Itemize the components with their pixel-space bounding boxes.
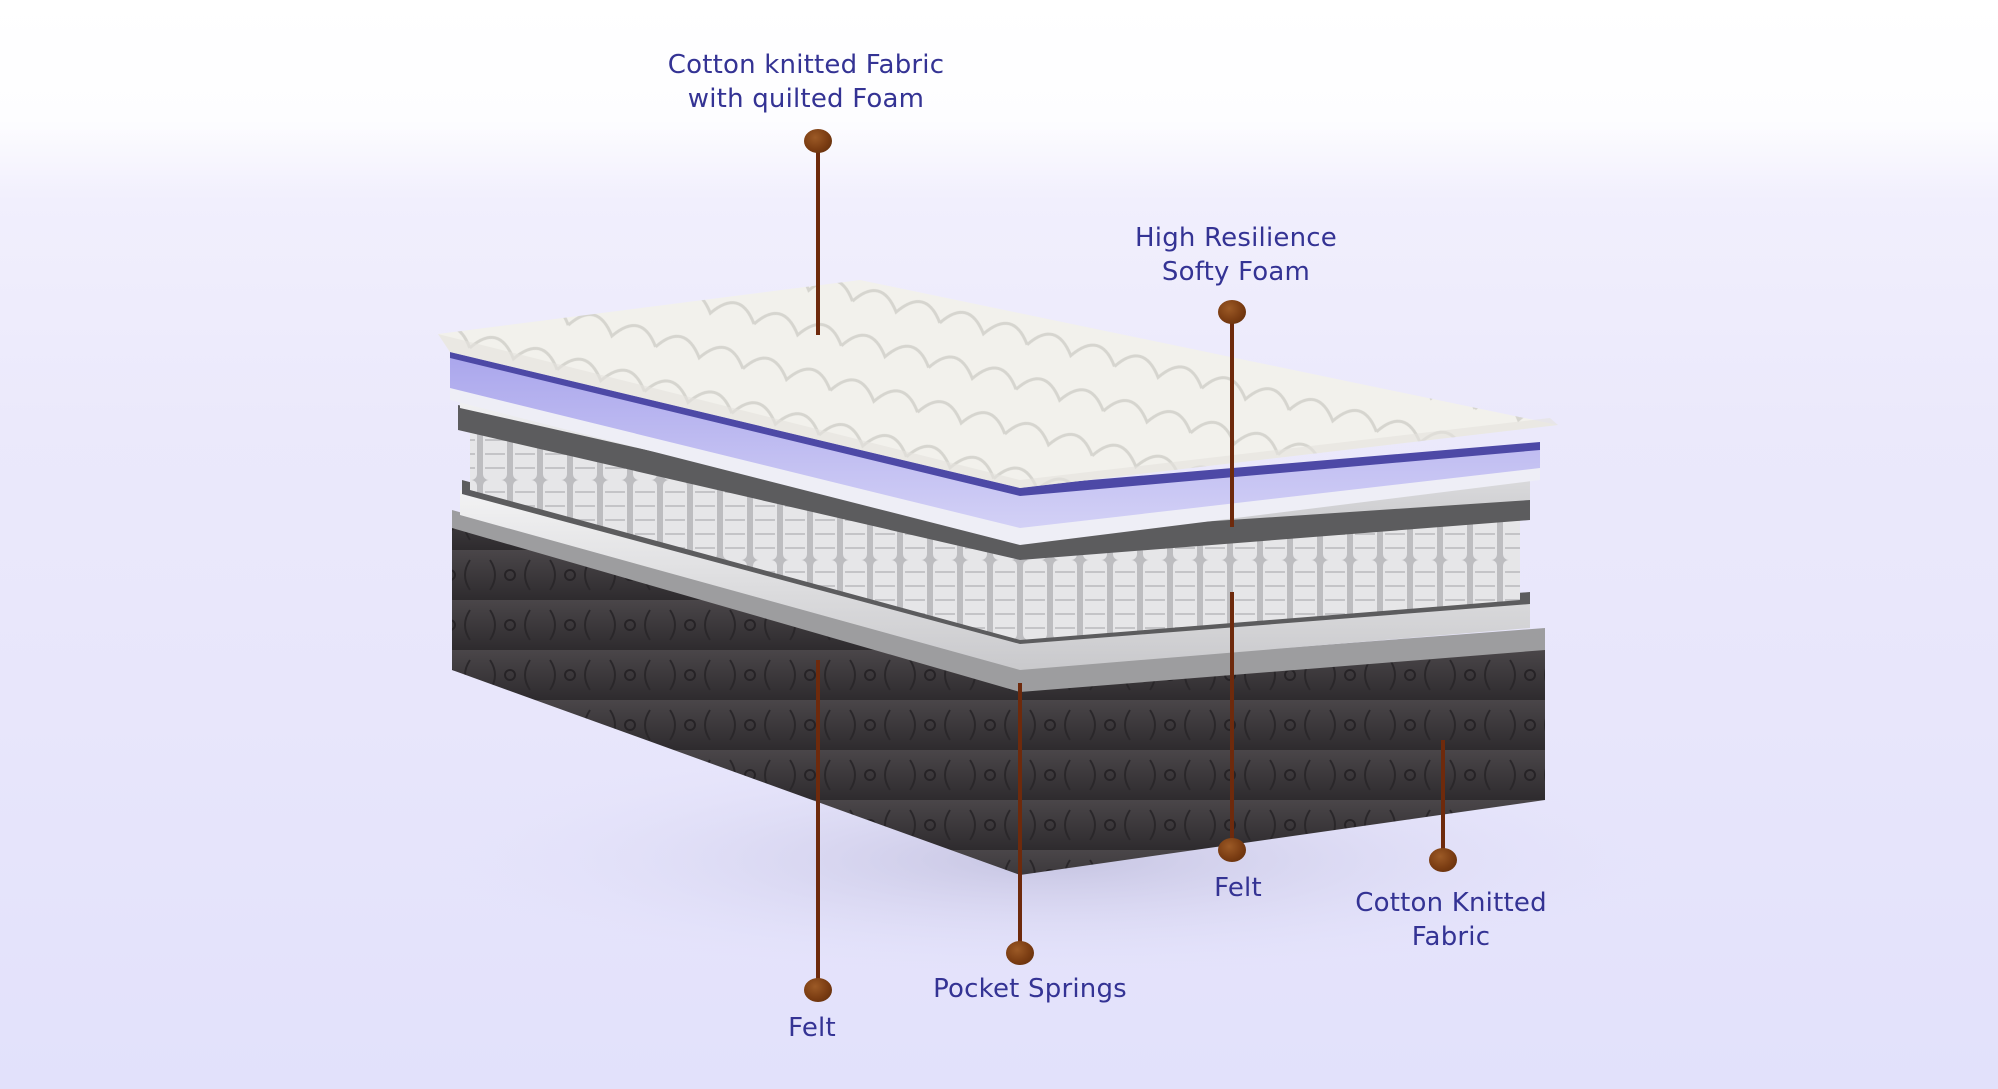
label-line: Softy Foam (1161, 257, 1311, 287)
pin-line-pocket-springs (1018, 683, 1022, 953)
pin-line-felt-right (1230, 592, 1234, 850)
label-pocket-springs: Pocket Springs (933, 972, 1127, 1006)
pin-head-icon (804, 129, 832, 153)
label-line: Cotton knitted Fabric (667, 50, 945, 80)
pin-line-hr-foam (1230, 312, 1234, 527)
label-line: High Resilience (1135, 223, 1337, 253)
pin-head-icon (1218, 838, 1246, 862)
label-felt-left: Felt (788, 1011, 836, 1045)
label-hr-foam: High Resilience Softy Foam (1135, 221, 1337, 289)
pin-head-icon (1006, 941, 1034, 965)
pin-head-icon (1429, 848, 1457, 872)
pin-line-base-fabric (1441, 740, 1445, 860)
label-line: with quilted Foam (687, 84, 925, 114)
pin-head-icon (804, 978, 832, 1002)
label-line: Felt (1214, 873, 1262, 903)
top-quilted-layer (438, 280, 1558, 488)
label-felt-right: Felt (1214, 871, 1262, 905)
pin-line-top-fabric (816, 141, 820, 335)
base-layer (452, 510, 1545, 875)
pin-head-icon (1218, 300, 1246, 324)
label-base-fabric: Cotton Knitted Fabric (1355, 886, 1547, 954)
label-line: Fabric (1411, 922, 1491, 952)
label-line: Cotton Knitted (1355, 888, 1547, 918)
label-line: Pocket Springs (933, 974, 1127, 1004)
label-line: Felt (788, 1013, 836, 1043)
hr-foam-layer (450, 348, 1540, 545)
label-top-fabric: Cotton knitted Fabric with quilted Foam (668, 48, 944, 116)
pin-line-felt-left (816, 660, 820, 990)
pocket-springs-layer (470, 430, 1520, 640)
lower-felt-layer (460, 480, 1530, 670)
